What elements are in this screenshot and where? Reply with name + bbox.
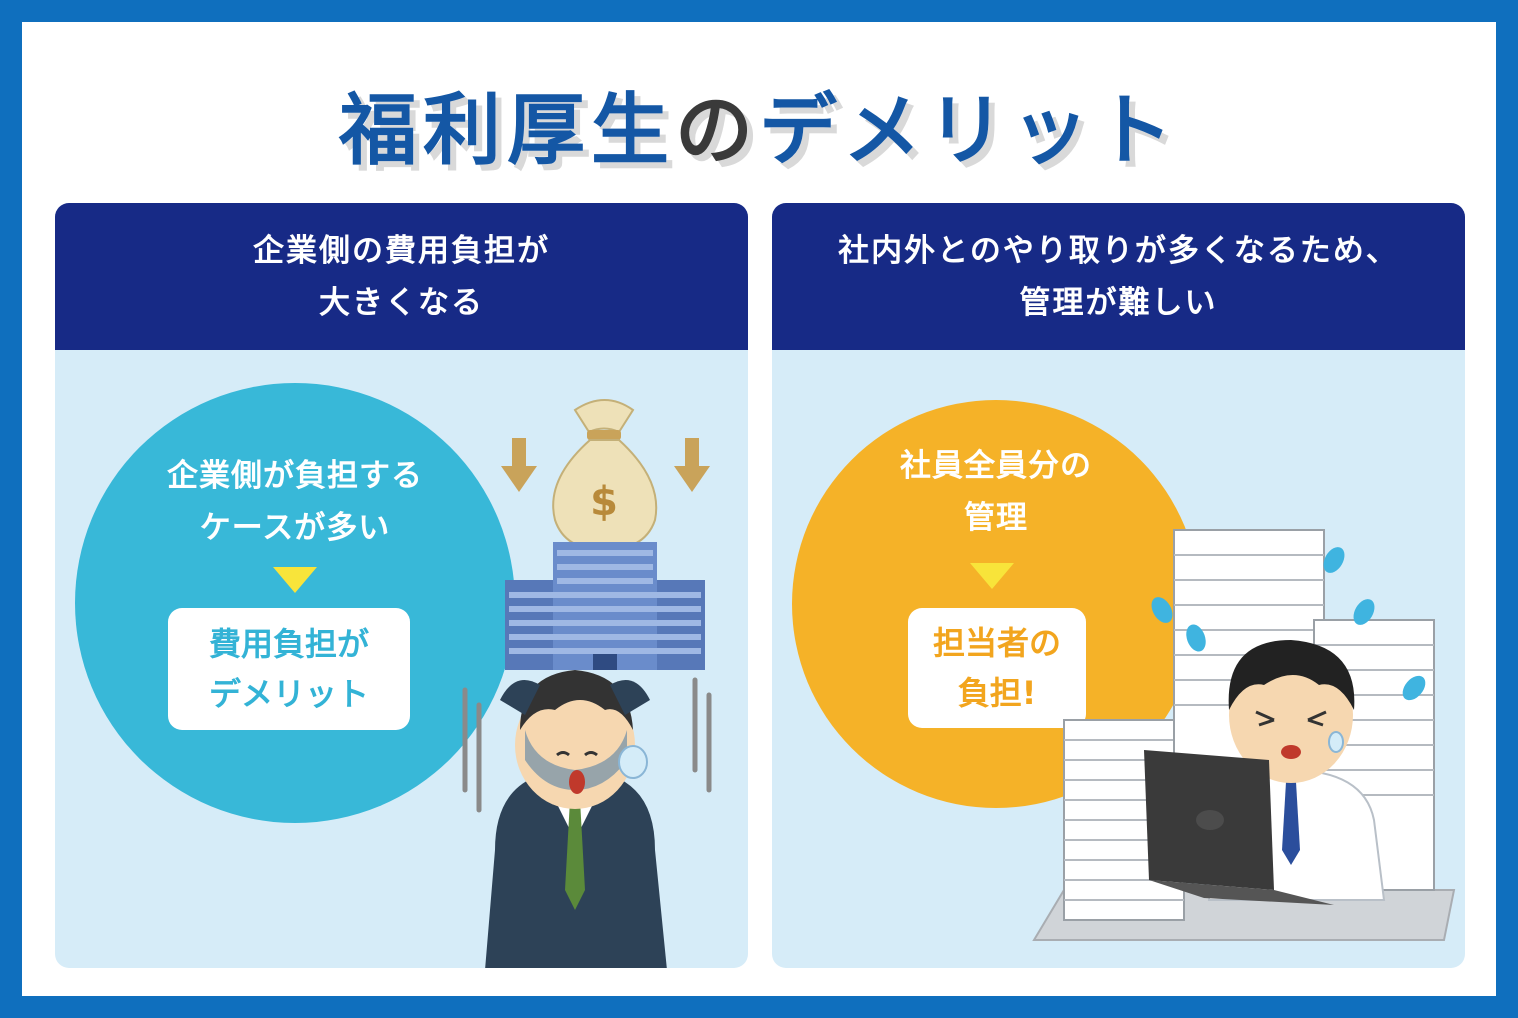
shake-lines-left-icon [462,687,482,813]
right-panel: 社内外とのやり取りが多くなるため、 管理が難しい 社員全員分の 管理 担当者の … [772,203,1465,968]
page-title: 福利厚生のデメリット [0,68,1518,180]
right-result-line1: 担当者の [932,624,1061,662]
left-result-line2: デメリット [208,675,369,713]
right-circle-line1: 社員全員分の [900,448,1092,484]
right-down-triangle [970,563,1014,589]
title-part1: 福利厚生 [338,86,675,176]
down-arrow-right-icon [674,438,710,492]
right-result-box: 担当者の 負担! [908,608,1086,728]
title-part3: デメリット [759,86,1180,176]
worried-man-icon [485,670,667,968]
right-header-line1: 社内外とのやり取りが多くなるため、 [838,232,1399,269]
office-building-icon [505,542,705,670]
left-circle-text: 企業側が負担する ケースが多い [75,450,515,554]
laptop-icon [1144,750,1334,905]
svg-text:$: $ [590,479,618,525]
right-panel-header: 社内外とのやり取りが多くなるため、 管理が難しい [772,203,1465,350]
right-panel-body: 社員全員分の 管理 担当者の 負担! [772,350,1465,968]
overworked-employee-paperwork-icon [1032,529,1456,941]
left-panel: 企業側の費用負担が 大きくなる 企業側が負担する ケースが多い 費用負担が デメ… [55,203,748,968]
left-circle-line2: ケースが多い [199,510,391,546]
left-circle [75,383,515,823]
left-result-line1: 費用負担が [208,625,369,663]
left-header-line1: 企業側の費用負担が [253,232,550,269]
shake-lines-right-icon [692,677,712,793]
left-result-box: 費用負担が デメリット [168,608,410,730]
worried-businessman-money-icon: $ [462,399,712,968]
right-circle-text: 社員全員分の 管理 [792,440,1200,544]
left-panel-header: 企業側の費用負担が 大きくなる [55,203,748,350]
left-header-line2: 大きくなる [319,284,484,321]
money-bag-icon: $ [552,399,658,552]
right-circle-line2: 管理 [964,500,1028,536]
title-part2: の [674,86,759,176]
left-circle-line1: 企業側が負担する [167,458,423,494]
right-header-line2: 管理が難しい [1019,284,1218,321]
sweat-drops-icon [1151,547,1426,701]
down-arrow-left-icon [501,438,537,492]
right-result-line2: 負担! [957,674,1037,712]
left-panel-body: 企業側が負担する ケースが多い 費用負担が デメリット $ [55,350,748,968]
left-down-triangle [273,567,317,593]
